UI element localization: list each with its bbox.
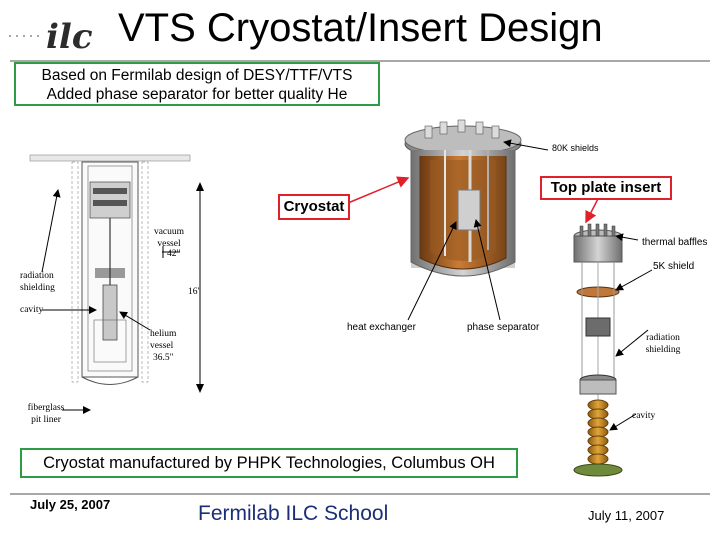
helium-vessel-label: helium vessel <box>150 329 177 351</box>
radiation-shielding-label-left: radiation shielding <box>20 271 55 293</box>
radiation-shielding-label-right: radiation shielding <box>645 333 681 355</box>
footer-divider <box>10 493 710 495</box>
footer-left-date: July 25, 2007 <box>30 497 111 512</box>
footer-right-date: July 11, 2007 <box>588 508 665 523</box>
cryostat-callout: Cryostat <box>278 194 350 220</box>
heat-exchanger-label: heat exchanger <box>347 322 416 333</box>
shields-80k-label: 80K shields <box>552 143 599 153</box>
title-divider <box>10 60 710 62</box>
cryostat-height-label: 16' <box>188 287 200 297</box>
vacuum-vessel-size-label: 42" <box>167 249 181 259</box>
intro-line-2: Added phase separator for better quality… <box>46 86 348 103</box>
intro-line-1: Based on Fermilab design of DESY/TTF/VTS <box>41 67 353 84</box>
cavity-label-left: cavity <box>20 305 44 315</box>
ilc-logo: ilc <box>6 10 96 56</box>
manufacturer-box: Cryostat manufactured by PHPK Technologi… <box>20 448 518 478</box>
cavity-label-right: cavity <box>632 411 656 421</box>
helium-vessel-size-label: 36.5" <box>153 353 174 363</box>
insert-rendering <box>573 223 623 477</box>
thermal-baffles-label: thermal baffles <box>642 237 708 248</box>
left-leader-arrows <box>41 189 151 414</box>
shield-5k-label: 5K shield <box>653 261 695 272</box>
top-plate-insert-callout: Top plate insert <box>540 176 672 200</box>
logo-text: ilc <box>46 17 93 56</box>
cavity-cells <box>587 399 609 465</box>
intro-box: Based on Fermilab design of DESY/TTF/VTS… <box>14 62 380 106</box>
cryostat-section-drawing <box>29 154 204 393</box>
fiberglass-pit-liner-label: fiberglass pit liner <box>27 403 65 425</box>
slide-title: VTS Cryostat/Insert Design <box>118 6 603 50</box>
ilc-logo-graphic: ilc <box>8 17 93 56</box>
vacuum-vessel-label: vacuum vessel <box>153 227 185 249</box>
footer-school-name: Fermilab ILC School <box>198 502 389 525</box>
cryostat-3d-rendering <box>404 119 522 277</box>
phase-separator-label: phase separator <box>467 322 540 333</box>
